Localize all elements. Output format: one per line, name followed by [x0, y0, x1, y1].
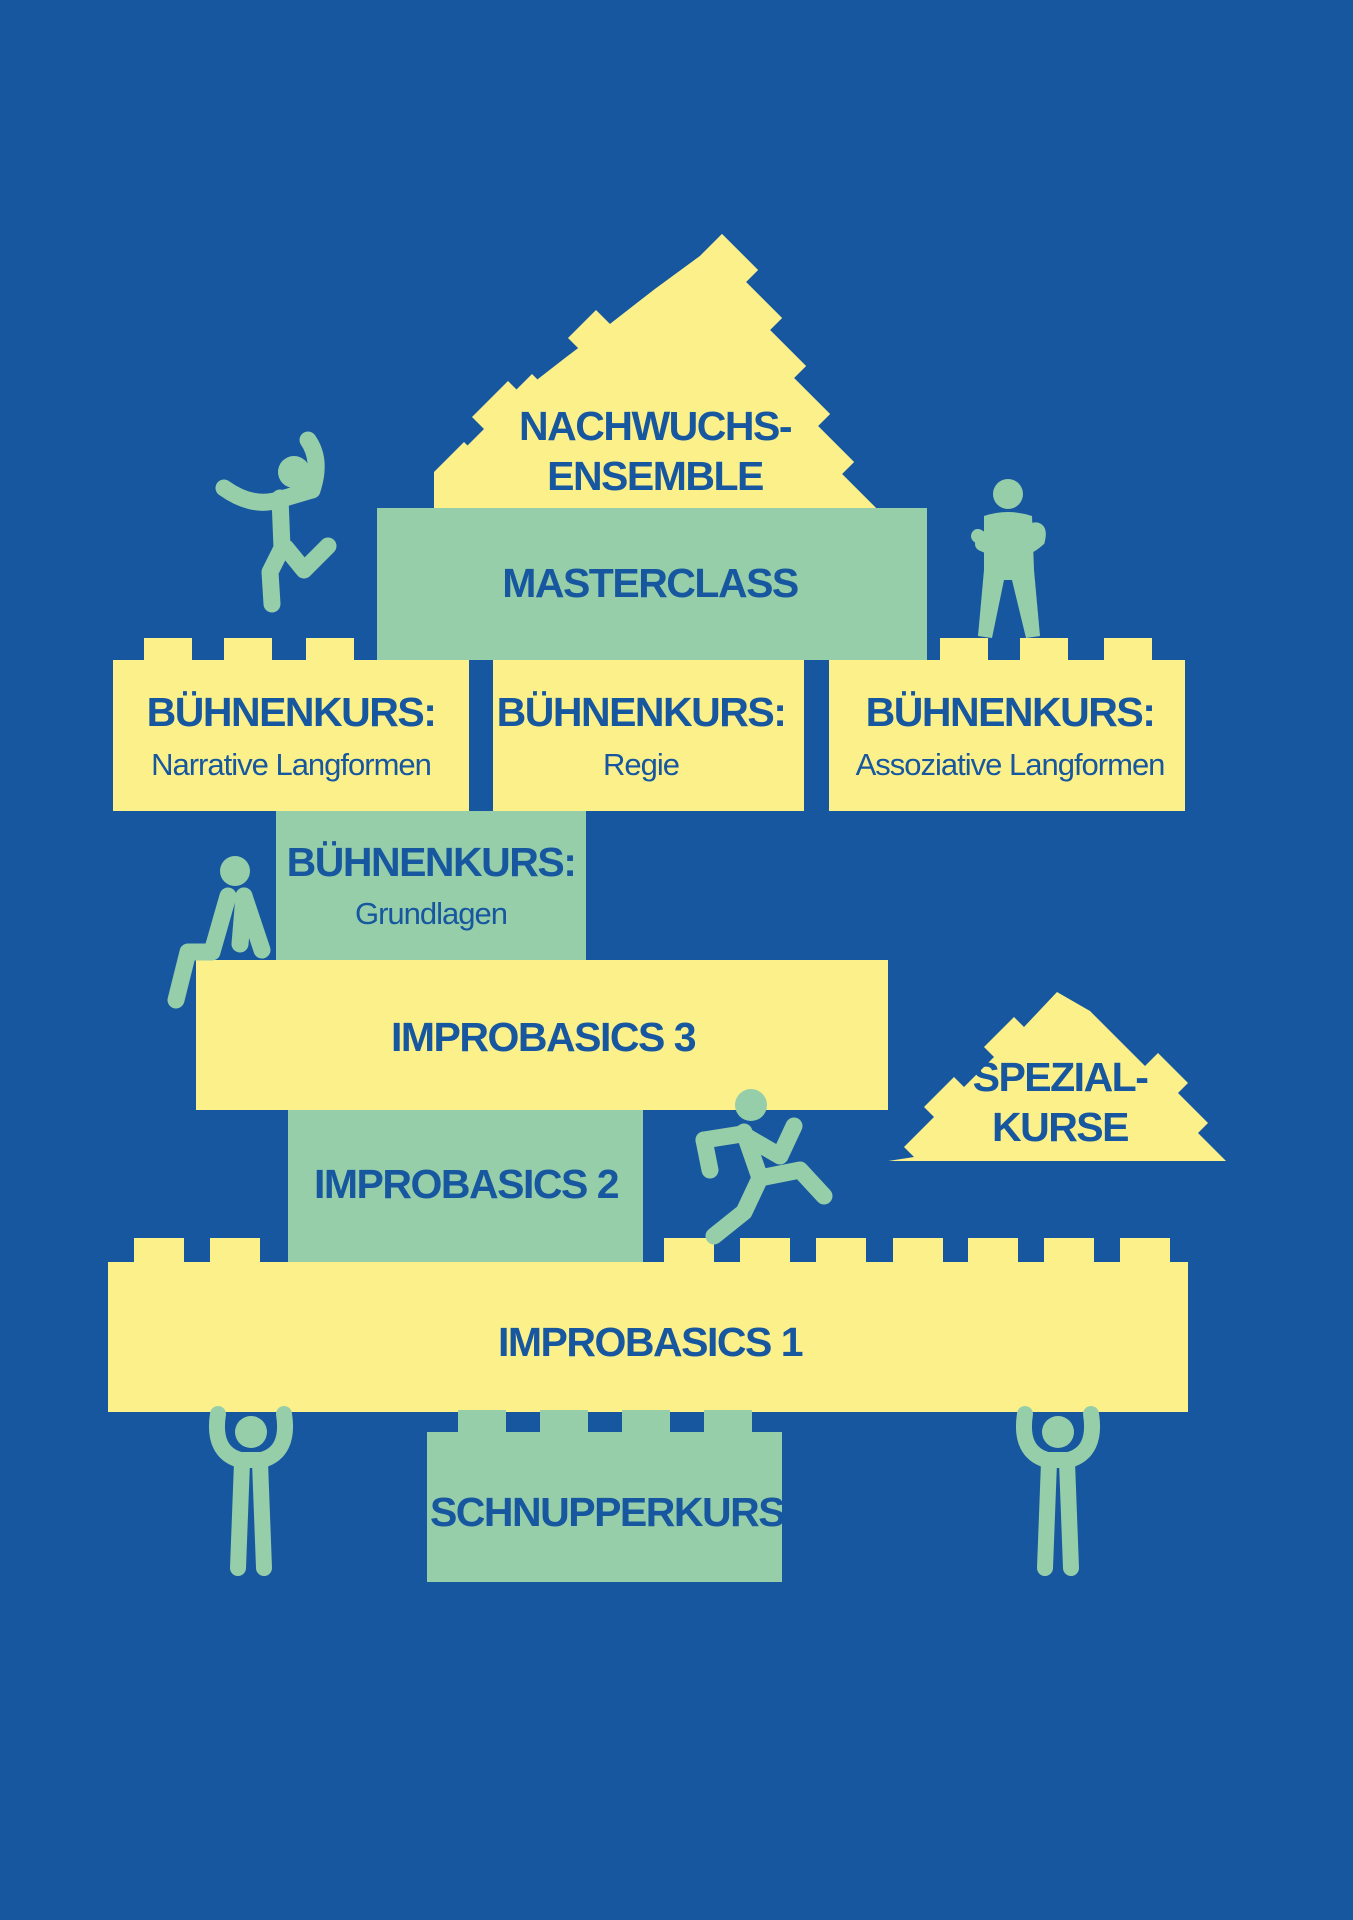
buehnenkurs-regie-subtitle: Regie: [603, 747, 679, 782]
buehnenkurs-grundlagen-block: BÜHNENKURS: Grundlagen: [276, 811, 586, 961]
arms-crossed-figure-icon: [971, 479, 1046, 638]
improbasics2-label: IMPROBASICS 2: [314, 1161, 619, 1207]
buehnenkurs-grundlagen-subtitle: Grundlagen: [355, 896, 507, 931]
buehnenkurs-assoziative-title: BÜHNENKURS:: [866, 689, 1155, 735]
running-figure-icon: [695, 1089, 833, 1245]
spezialkurse-label-line1: SPEZIAL-: [973, 1054, 1149, 1100]
masterclass-block: MASTERCLASS: [377, 508, 927, 660]
buehnenkurs-narrative-subtitle: Narrative Langformen: [151, 747, 431, 782]
buehnenkurs-narrative-title: BÜHNENKURS:: [147, 689, 436, 735]
improbasics3-block: IMPROBASICS 3: [196, 960, 888, 1110]
sitting-figure-icon: [167, 856, 271, 1009]
improbasics1-block: IMPROBASICS 1: [108, 1238, 1188, 1412]
buehnenkurs-grundlagen-title: BÜHNENKURS:: [287, 839, 576, 885]
improbasics1-label: IMPROBASICS 1: [498, 1319, 803, 1365]
nachwuchs-label-line1: NACHWUCHS-: [519, 403, 792, 449]
buehnenkurs-assoziative-subtitle: Assoziative Langformen: [856, 747, 1165, 782]
lifting-figure-left-icon: [209, 1406, 293, 1576]
lifting-figure-right-icon: [1016, 1406, 1100, 1576]
jumping-figure-icon: [215, 431, 337, 613]
nachwuchs-label-line2: ENSEMBLE: [547, 453, 763, 499]
buehnenkurs-assoziative-block: BÜHNENKURS: Assoziative Langformen: [829, 638, 1185, 811]
buehnenkurs-regie-block: BÜHNENKURS: Regie: [493, 660, 804, 811]
buehnenkurs-regie-title: BÜHNENKURS:: [497, 689, 786, 735]
improbasics3-label: IMPROBASICS 3: [391, 1014, 696, 1060]
improbasics2-block: IMPROBASICS 2: [288, 1110, 643, 1262]
spezialkurse-label-line2: KURSE: [992, 1104, 1128, 1150]
schnupperkurs-block: SCHNUPPERKURS: [427, 1410, 786, 1582]
nachwuchs-ensemble-block: NACHWUCHS- ENSEMBLE: [434, 234, 876, 508]
spezialkurse-block: SPEZIAL- KURSE: [888, 992, 1226, 1161]
masterclass-label: MASTERCLASS: [502, 560, 798, 606]
schnupperkurs-label: SCHNUPPERKURS: [430, 1489, 784, 1535]
buehnenkurs-narrative-block: BÜHNENKURS: Narrative Langformen: [113, 638, 469, 811]
